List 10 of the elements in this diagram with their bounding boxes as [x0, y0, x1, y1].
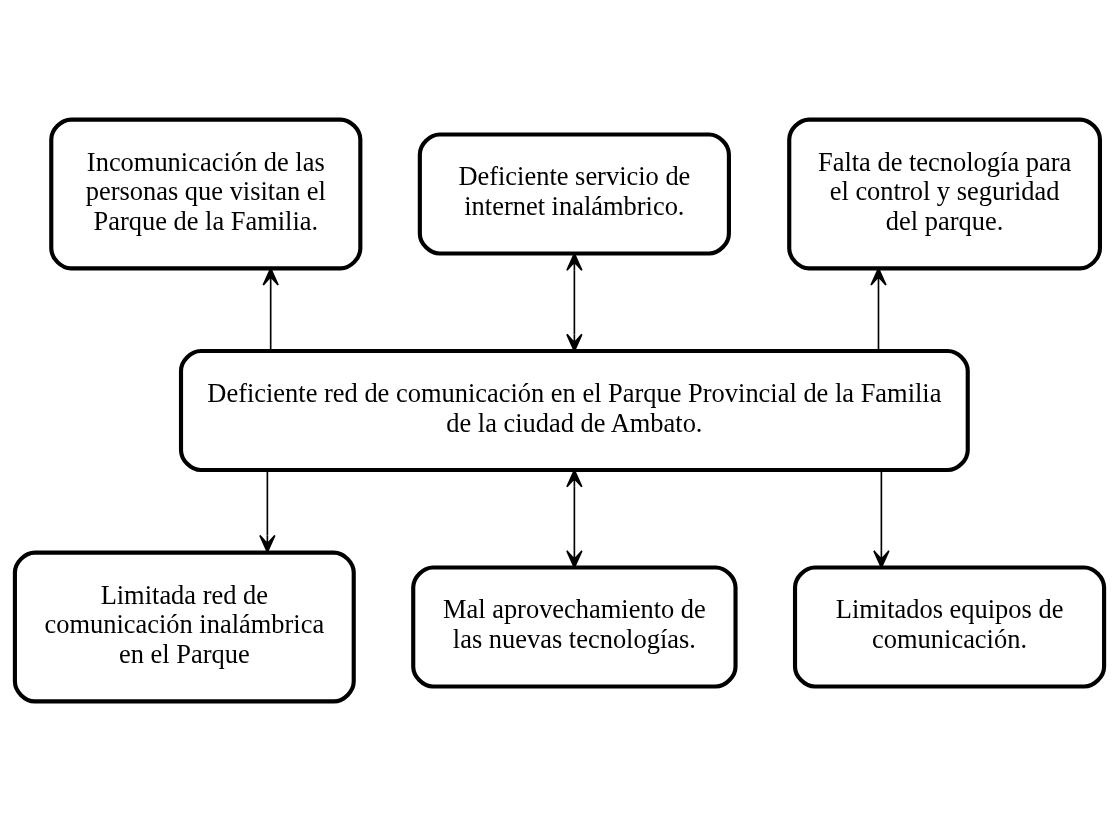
node-box: Mal aprovechamiento de las nuevas tecnologías.: [411, 564, 738, 689]
node-box: Limitada red de comunicación inalámbrica en el Parque: [12, 550, 356, 703]
node-box: Falta de tecnología para el control y seguridad del parque.: [787, 117, 1103, 270]
node-box: Incomunicación de las personas que visitan el Parque de la Familia.: [49, 117, 363, 270]
node-box: Deficiente servicio de internet inalámbrico.: [417, 131, 731, 256]
node-box: Deficiente red de comunicación en el Parque Provincial de la Familia de la ciudad de Ambato.: [178, 348, 970, 472]
arrow: [262, 267, 279, 352]
arrow: [566, 252, 583, 352]
arrow: [870, 267, 887, 352]
node-box: Limitados equipos de comunicación.: [792, 564, 1107, 689]
